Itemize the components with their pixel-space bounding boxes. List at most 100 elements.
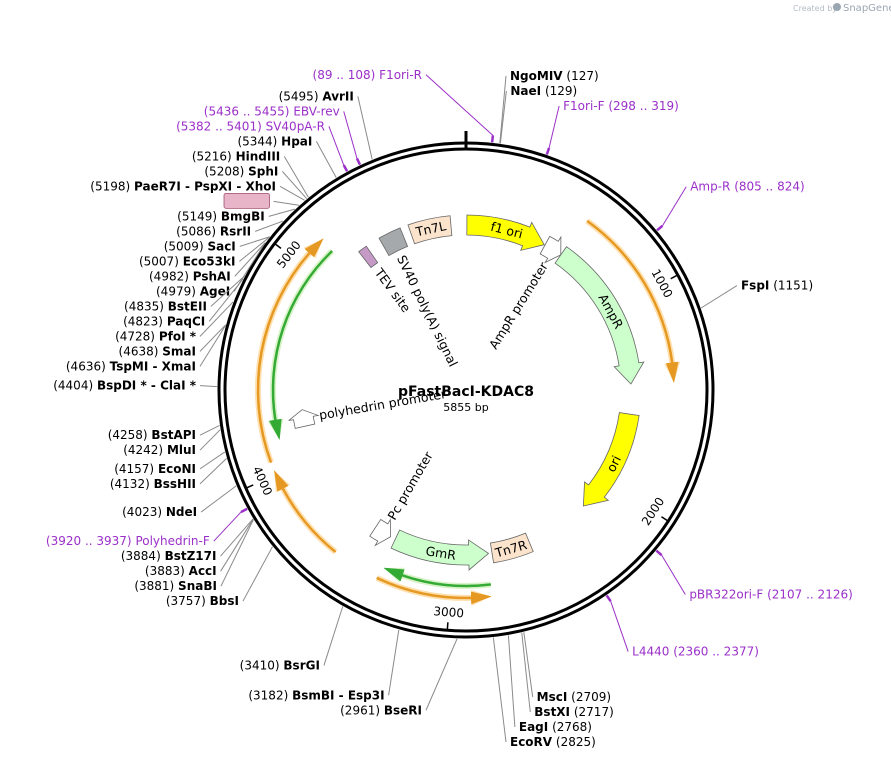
site-paer7i-pspxi-xhoi[interactable]: (5198) PaeR7I - PspXI - XhoI [90, 179, 305, 201]
site-bbsi[interactable]: (3757) BbsI [166, 546, 273, 608]
site-saci[interactable]: (5009) SacI [164, 236, 270, 254]
site-pos-bsrgi: (3410) [240, 658, 280, 672]
site-mlui[interactable]: (4242) MluI [123, 429, 221, 457]
feature-arrow-f1-ori [466, 214, 545, 251]
site-hindiii[interactable]: (5216) HindIII [192, 149, 309, 198]
site-name-eco53ki: Eco53kI [183, 254, 236, 268]
feature-label-tn7l: Tn7L [413, 218, 447, 239]
site-connector-sv40pa-r [328, 126, 345, 166]
site-bseri[interactable]: (2961) BseRI [340, 638, 458, 717]
site-eagi[interactable]: EagI (2768) [507, 635, 592, 734]
site-bmgbi[interactable]: (5149) BmgBI [177, 208, 296, 223]
site-bstz17i[interactable]: (3884) BstZ17I [121, 518, 254, 563]
site-pos-ebv-rev: (5436 .. 5455) [204, 104, 290, 118]
site-pfoi[interactable]: (4728) PfoI * [115, 301, 234, 343]
site-bstxi[interactable]: BstXI (2717) [521, 632, 614, 719]
site-pos-pfoi: (4728) [115, 329, 155, 343]
site-label-bsteii: (4835) BstEII [124, 299, 207, 313]
site-name-hindiii: HindIII [236, 149, 281, 163]
site-label-polyhedrin-f: (3920 .. 3937) Polyhedrin-F [46, 534, 210, 548]
site-name-econi: EcoNI [158, 462, 196, 476]
site-name-msci: MscI [537, 690, 568, 704]
site-bstapi[interactable]: (4258) BstAPI [108, 425, 220, 442]
site-connector-hindiii [283, 156, 309, 198]
site-name-acci: AccI [189, 564, 217, 578]
site-name-bsteii: BstEII [168, 299, 207, 313]
site-sv40pa-r[interactable]: (5382 .. 5401) SV40pA-R [176, 119, 349, 172]
site-name-snabi: SnaBI [178, 579, 217, 593]
site-connector-snabi [220, 519, 254, 587]
feature-ori[interactable]: ori [582, 412, 640, 507]
site-connector-ngomiv [499, 75, 507, 144]
feature-gmr[interactable]: GmR [390, 529, 490, 571]
site-hpai[interactable]: (5344) HpaI [237, 134, 337, 178]
site-ebv-rev[interactable]: (5436 .. 5455) EBV-rev [204, 104, 362, 166]
site-ndei[interactable]: (4023) NdeI [122, 485, 237, 519]
tick-mark-3000 [446, 622, 449, 631]
site-eco53ki[interactable]: (5007) Eco53kI [139, 236, 270, 268]
site-name-saci: SacI [207, 239, 235, 253]
tick-label-4000: 4000 [250, 464, 275, 498]
site-sphi[interactable]: (5208) SphI [204, 164, 308, 199]
site-label-bsmbi-esp3i: (3182) BsmBI - Esp3I [248, 688, 384, 702]
site-label-paer7i-pspxi-xhoi: (5198) PaeR7I - PspXI - XhoI [90, 179, 276, 193]
feature-pc-promoter[interactable]: Pc promoter [369, 448, 437, 547]
primer-mark-f1ori-f [545, 147, 551, 155]
site-name-naei: NaeI [510, 84, 541, 98]
site-label-pshai: (4982) PshAI [149, 269, 231, 283]
primer-mark-pbr322ori-f [655, 549, 663, 557]
site-ecorv[interactable]: EcoRV (2825) [492, 637, 596, 749]
site-name-tspmi-xmai: TspMI - XmaI [110, 359, 196, 373]
site-f1ori-f[interactable]: F1ori-F (298 .. 319) [545, 99, 679, 155]
site-bsteii[interactable]: (4835) BstEII [124, 275, 246, 314]
site-naei[interactable]: NaeI (129) [499, 84, 577, 144]
snapgene-credit: Created by SnapGene [793, 3, 891, 14]
site-connector-bspdi-clai [199, 385, 218, 388]
site-l4440[interactable]: L4440 (2360 .. 2377) [605, 594, 759, 659]
site-label-eco53ki: (5007) Eco53kI [139, 254, 235, 268]
site-amp-r[interactable]: Amp-R (805 .. 824) [656, 180, 805, 232]
site-bsmbi-esp3i[interactable]: (3182) BsmBI - Esp3I [248, 629, 400, 702]
site-econi[interactable]: (4157) EcoNI [114, 451, 226, 476]
site-pshai[interactable]: (4982) PshAI [149, 242, 266, 284]
feature-ampr-promoter[interactable]: AmpR promoter [486, 235, 562, 352]
site-6xhis[interactable]: 6xHis [223, 192, 300, 209]
site-polyhedrin-f[interactable]: (3920 .. 3937) Polyhedrin-F [46, 507, 248, 548]
feature-f1-ori[interactable]: f1 ori [466, 214, 545, 251]
site-rsrii[interactable]: (5086) RsrII [176, 220, 284, 238]
site-label-bstapi: (4258) BstAPI [108, 428, 196, 442]
site-pos-hindiii: (5216) [192, 149, 232, 163]
site-bsrgi[interactable]: (3410) BsrGI [240, 606, 344, 672]
site-name-f1ori-r: F1ori-R [379, 68, 422, 82]
site-snabi[interactable]: (3881) SnaBI [134, 519, 254, 594]
site-label-fspi: FspI (1151) [741, 279, 813, 293]
feature-arrow-tev-site [358, 245, 379, 269]
site-pos-agei: (4979) [156, 284, 196, 298]
site-bspdi-clai[interactable]: (4404) BspDI * - ClaI * [53, 379, 218, 393]
site-bsshii[interactable]: (4132) BssHII [110, 458, 227, 491]
feature-arrow-gmr [390, 529, 490, 571]
site-avrii[interactable]: (5495) AvrII [279, 89, 373, 160]
feature-tn7l[interactable]: Tn7L [407, 215, 453, 245]
feature-tn7r[interactable]: Tn7R [489, 532, 534, 564]
site-agei[interactable]: (4979) AgeI [156, 242, 266, 298]
site-name-bstz17i: BstZ17I [165, 549, 217, 563]
site-pbr322ori-f[interactable]: pBR322ori-F (2107 .. 2126) [655, 549, 853, 602]
site-msci[interactable]: MscI (2709) [523, 632, 611, 704]
site-f1ori-r[interactable]: (89 .. 108) F1ori-R [313, 68, 495, 143]
primer-mark-polyhedrin-f [240, 507, 248, 514]
site-smai[interactable]: (4638) SmaI [119, 324, 227, 359]
site-connector-fspi [700, 285, 738, 309]
site-fspi[interactable]: FspI (1151) [700, 279, 813, 309]
site-pos-f1ori-f: (298 .. 319) [608, 99, 678, 113]
site-acci[interactable]: (3883) AccI [145, 518, 254, 578]
site-layer: NgoMIV (127)NaeI (129)F1ori-F (298 .. 31… [46, 68, 853, 749]
site-ngomiv[interactable]: NgoMIV (127) [499, 69, 599, 144]
site-name-ecorv: EcoRV [510, 735, 553, 749]
primer-mark-sv40pa-r [342, 164, 349, 172]
site-paqci[interactable]: (4823) PaqCI [123, 278, 244, 329]
snapgene-logo-icon [833, 3, 841, 11]
site-label-amp-r: Amp-R (805 .. 824) [690, 180, 804, 194]
site-name-paer7i-pspxi-xhoi: PaeR7I - PspXI - XhoI [134, 179, 276, 193]
site-tspmi-xmai[interactable]: (4636) TspMI - XmaI [66, 325, 226, 373]
